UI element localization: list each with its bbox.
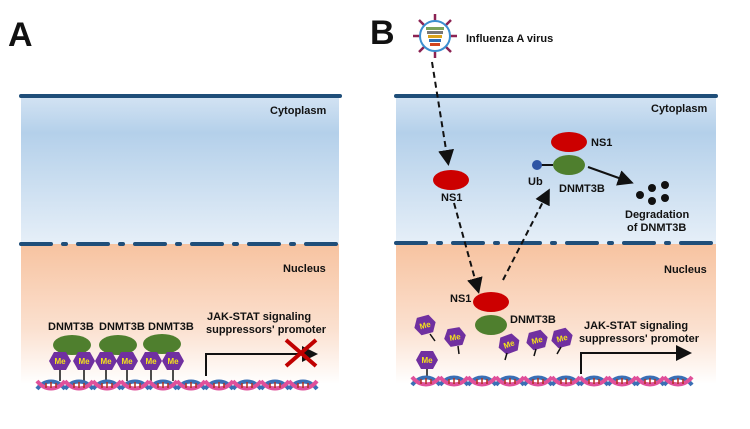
methyl-icon: Me	[73, 352, 95, 381]
cytoplasm-region	[21, 96, 339, 244]
dna-helix	[35, 379, 319, 391]
ns1-protein	[551, 132, 587, 152]
svg-text:Me: Me	[78, 357, 90, 366]
methyl-icon: Me	[412, 313, 438, 337]
methyl-icon: Me	[116, 352, 138, 381]
panel-b-letter: B	[370, 14, 395, 52]
methyl-icon: Me	[495, 331, 523, 357]
nuclear-export-arrow	[502, 188, 550, 281]
svg-text:Me: Me	[531, 335, 545, 347]
svg-text:Me: Me	[419, 320, 433, 332]
dnmt3b-label: DNMT3B	[48, 321, 94, 333]
methyl-icon: Me	[95, 352, 117, 381]
methyl-icon: Me	[162, 352, 184, 381]
dnmt3b-protein	[475, 315, 507, 335]
svg-text:Me: Me	[421, 356, 433, 365]
degraded-fragments-icon	[636, 181, 669, 205]
promoter-label-line2: suppressors' promoter	[206, 324, 327, 336]
released-methyl-groups: Me Me Me Me Me Me	[412, 313, 575, 378]
methyl-icon: Me	[416, 351, 438, 369]
infection-arrow	[431, 61, 455, 166]
ns1-protein	[473, 292, 509, 312]
nuclear-dnmt3b-label: DNMT3B	[510, 314, 556, 326]
methyl-icon: Me	[524, 328, 550, 352]
ns1-label: NS1	[441, 192, 462, 204]
methyl-icon: Me	[140, 352, 162, 381]
dnmt3b-label: DNMT3B	[99, 321, 145, 333]
nucleus-label: Nucleus	[283, 263, 326, 275]
cytoplasm-label: Cytoplasm	[270, 105, 326, 117]
virus-label: Influenza A virus	[466, 33, 553, 45]
ub-label: Ub	[528, 176, 543, 188]
svg-text:Me: Me	[54, 357, 66, 366]
svg-text:Me: Me	[145, 357, 157, 366]
transcription-start-arrow	[205, 346, 318, 376]
nuclear-ns1-label: NS1	[450, 293, 471, 305]
nuclear-import-arrow	[453, 202, 483, 294]
methyl-icon: Me	[49, 352, 71, 381]
degradation-label-line1: Degradation	[625, 209, 689, 221]
methyl-icon: Me	[549, 326, 575, 350]
complex-ns1-label: NS1	[591, 137, 612, 149]
nucleus-region	[396, 244, 716, 384]
panel-a-letter: A	[8, 16, 33, 54]
methyl-groups-a: Me Me Me Me Me Me	[49, 352, 184, 381]
promoter-label-line2: suppressors' promoter	[579, 333, 700, 345]
ubiquitin-icon	[532, 160, 542, 170]
dnmt3b-protein	[553, 155, 585, 175]
dnmt3b-protein	[143, 334, 181, 354]
panel-b: B Influenza A virus Cytoplasm Nucleus NS…	[370, 14, 718, 387]
svg-text:Me: Me	[167, 357, 179, 366]
nucleus-label: Nucleus	[664, 264, 707, 276]
svg-text:Me: Me	[449, 332, 462, 343]
promoter-label-line1: JAK-STAT signaling	[207, 311, 311, 323]
svg-text:Me: Me	[100, 357, 112, 366]
dnmt3b-label: DNMT3B	[148, 321, 194, 333]
svg-text:Me: Me	[502, 338, 516, 350]
dnmt3b-protein	[53, 335, 91, 355]
dnmt3b-protein	[99, 335, 137, 355]
methyl-icon: Me	[442, 326, 468, 348]
degradation-arrow	[587, 166, 634, 186]
degradation-label-line2: of DNMT3B	[627, 222, 686, 234]
cytoplasm-label: Cytoplasm	[651, 103, 707, 115]
transcription-start-arrow	[580, 345, 692, 374]
panel-a: A Cytoplasm Nucleus DNMT3B DNMT3B DNMT3B…	[8, 16, 342, 391]
svg-text:Me: Me	[556, 333, 570, 345]
influenza-virus-icon	[413, 14, 457, 58]
red-x-icon	[284, 338, 318, 368]
complex-dnmt3b-label: DNMT3B	[559, 183, 605, 195]
ns1-protein	[433, 170, 469, 190]
promoter-label-line1: JAK-STAT signaling	[584, 320, 688, 332]
svg-text:Me: Me	[121, 357, 133, 366]
